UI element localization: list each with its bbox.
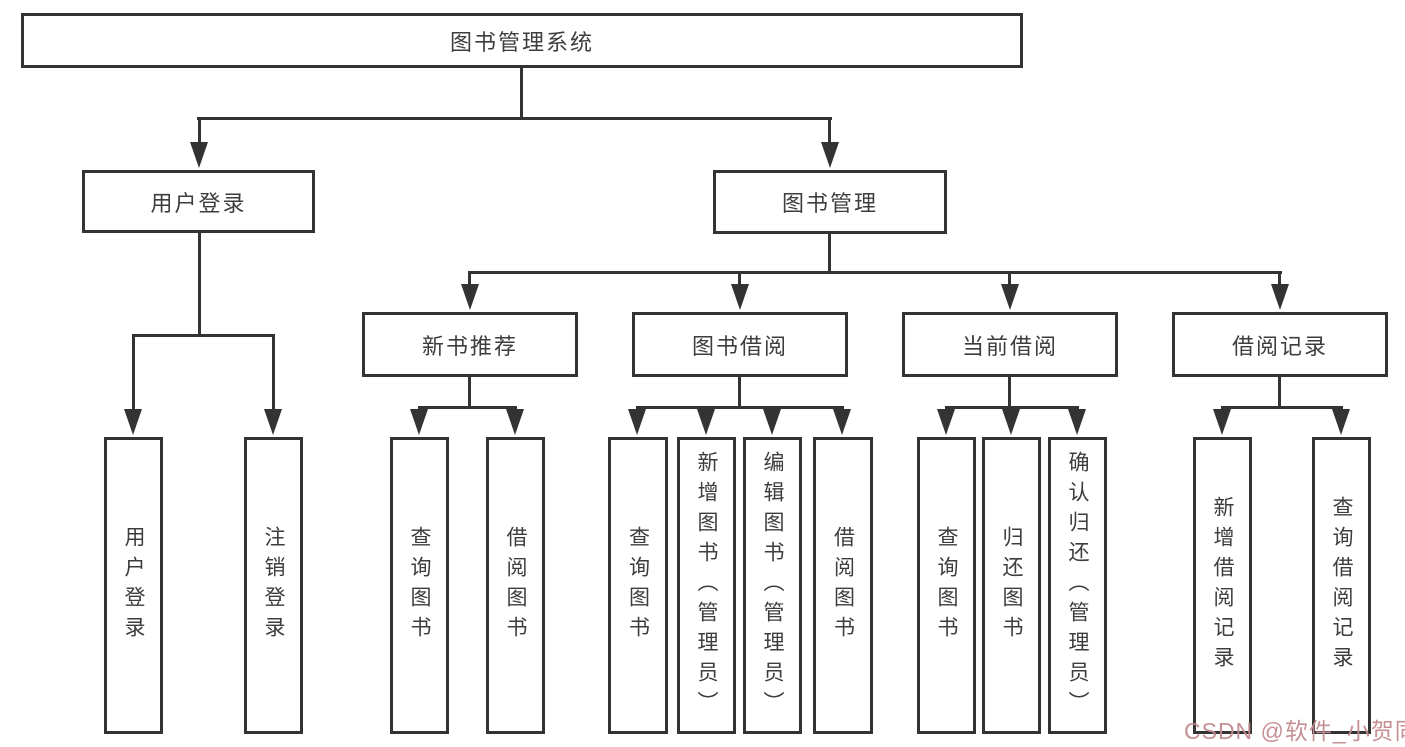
leaf-query-books-borrow-label: 查询图书 <box>626 525 650 646</box>
arrow-down-leaf <box>628 409 646 435</box>
leaf-add-books-admin: 新增图书（管理员） <box>677 437 736 734</box>
leaf-borrow-books-label: 借阅图书 <box>831 525 855 646</box>
connector-user-login-vertical <box>198 233 201 337</box>
leaf-add-borrow-record: 新增借阅记录 <box>1193 437 1252 734</box>
arrow-down-leaf <box>1002 409 1020 435</box>
node-book-management: 图书管理 <box>713 170 947 234</box>
connector-stem-new-book <box>468 271 471 290</box>
leaf-borrow-books-recommend-label: 借阅图书 <box>504 525 527 646</box>
leaf-user-login: 用户登录 <box>104 437 163 734</box>
node-root-label: 图书管理系统 <box>449 29 594 55</box>
arrow-down-current-borrow <box>1001 284 1019 310</box>
connector-book-borrow-vertical <box>738 377 741 409</box>
arrow-down-leaf-login <box>124 409 142 435</box>
leaf-add-books-admin-label: 新增图书（管理员） <box>695 450 718 721</box>
connector-stem-user-login <box>198 117 201 146</box>
node-borrow-records: 借阅记录 <box>1172 312 1388 377</box>
connector-stem-book-management <box>828 117 831 146</box>
connector-borrow-records-horizontal <box>1221 406 1343 409</box>
leaf-edit-books-admin: 编辑图书（管理员） <box>743 437 802 734</box>
leaf-return-books: 归还图书 <box>982 437 1041 734</box>
node-user-login-label: 用户登录 <box>150 190 247 216</box>
connector-new-book-horizontal <box>418 406 517 409</box>
node-borrow-records-label: 借阅记录 <box>1231 333 1328 359</box>
arrow-down-borrow-records <box>1271 284 1289 310</box>
leaf-user-login-label: 用户登录 <box>122 525 145 646</box>
connector-stem-book-borrow <box>738 271 741 290</box>
leaf-logout-label: 注销登录 <box>262 525 285 646</box>
csdn-watermark: CSDN @软件_小贺同学 <box>1184 718 1405 744</box>
arrow-down-leaf <box>1332 409 1350 435</box>
connector-stem-current-borrow <box>1008 271 1011 290</box>
arrow-down-leaf <box>697 409 715 435</box>
connector-borrow-records-vertical <box>1278 377 1281 409</box>
leaf-logout: 注销登录 <box>244 437 303 734</box>
arrow-down-leaf <box>1213 409 1231 435</box>
node-book-borrow-label: 图书借阅 <box>691 333 788 359</box>
leaf-query-borrow-record: 查询借阅记录 <box>1312 437 1371 734</box>
leaf-return-books-label: 归还图书 <box>1000 525 1023 646</box>
connector-stem-borrow-records <box>1278 271 1281 290</box>
leaf-confirm-return-admin: 确认归还（管理员） <box>1048 437 1107 734</box>
leaf-query-books-current: 查询图书 <box>917 437 976 734</box>
arrow-down-leaf <box>1068 409 1086 435</box>
arrow-down-leaf <box>410 409 428 435</box>
node-book-management-label: 图书管理 <box>781 191 878 216</box>
node-current-borrow-label: 当前借阅 <box>961 333 1058 359</box>
leaf-edit-books-admin-label: 编辑图书（管理员） <box>761 450 784 721</box>
connector-root-vertical <box>520 68 523 120</box>
arrow-down-leaf <box>506 409 524 435</box>
connector-user-login-horizontal <box>132 334 275 337</box>
connector-book-management-horizontal <box>468 271 1282 274</box>
arrow-down-user-login <box>190 142 208 168</box>
leaf-add-borrow-record-label: 新增借阅记录 <box>1211 495 1234 676</box>
leaf-query-books-borrow: 查询图书 <box>608 437 668 734</box>
leaf-query-books-recommend-label: 查询图书 <box>408 525 431 646</box>
node-book-borrow: 图书借阅 <box>632 312 848 377</box>
connector-current-borrow-vertical <box>1008 377 1011 409</box>
arrow-down-book-borrow <box>731 284 749 310</box>
arrow-down-leaf <box>763 409 781 435</box>
arrow-down-leaf <box>833 409 851 435</box>
node-new-book-recommend-label: 新书推荐 <box>421 333 518 359</box>
leaf-query-books-current-label: 查询图书 <box>935 525 958 646</box>
connector-stem-leaf-login <box>132 334 135 413</box>
node-root-library-system: 图书管理系统 <box>21 13 1023 68</box>
node-new-book-recommend: 新书推荐 <box>362 312 578 377</box>
arrow-down-leaf <box>937 409 955 435</box>
leaf-borrow-books: 借阅图书 <box>813 437 873 734</box>
connector-stem-leaf-logout <box>272 334 275 413</box>
arrow-down-leaf-logout <box>264 409 282 435</box>
leaf-query-books-recommend: 查询图书 <box>390 437 449 734</box>
arrow-down-book-management <box>821 142 839 168</box>
leaf-confirm-return-admin-label: 确认归还（管理员） <box>1066 450 1089 721</box>
node-current-borrow: 当前借阅 <box>902 312 1118 377</box>
connector-book-management-vertical <box>828 234 831 274</box>
arrow-down-new-book <box>461 284 479 310</box>
node-user-login: 用户登录 <box>82 170 315 233</box>
connector-current-borrow-horizontal <box>945 406 1079 409</box>
leaf-query-borrow-record-label: 查询借阅记录 <box>1330 495 1353 676</box>
connector-new-book-vertical <box>468 377 471 409</box>
connector-root-horizontal <box>197 117 832 120</box>
leaf-borrow-books-recommend: 借阅图书 <box>486 437 545 734</box>
connector-book-borrow-horizontal <box>636 406 844 409</box>
